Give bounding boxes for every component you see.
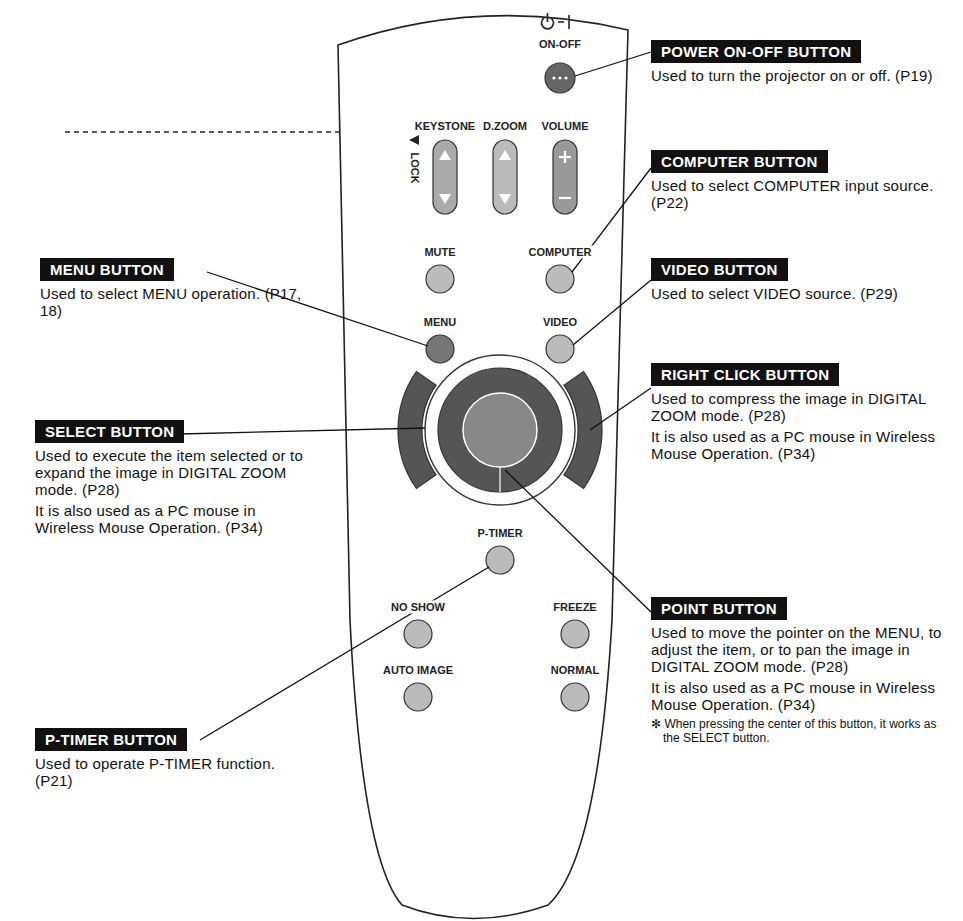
button-label: AUTO IMAGE [381, 664, 455, 677]
callout-description: Used to operate P-TIMER function. (P21) [35, 755, 310, 789]
callout-description: Used to turn the projector on or off. (P… [651, 67, 951, 84]
callout-heading: VIDEO BUTTON [651, 258, 788, 281]
right-click-button [564, 372, 602, 489]
callout-heading: P-TIMER BUTTON [35, 728, 187, 751]
dial-center [463, 393, 537, 467]
button-label: MENU [422, 316, 458, 329]
button-label: D.ZOOM [481, 120, 529, 133]
button-label: ON-OFF [537, 38, 583, 51]
callout-box: POINT BUTTON Used to move the pointer on … [651, 597, 951, 745]
callout-box: SELECT BUTTON Used to execute the item se… [35, 420, 305, 536]
callout-box: P-TIMER BUTTON Used to operate P-TIMER fu… [35, 728, 310, 789]
callout-box: MENU BUTTON Used to select MENU operation… [40, 258, 305, 319]
callout-description: It is also used as a PC mouse in Wireles… [651, 428, 951, 462]
keystone-button [433, 140, 457, 214]
volume-button [553, 140, 577, 214]
button-label: VOLUME [539, 120, 590, 133]
callout-description: Used to select VIDEO source. (P29) [651, 285, 951, 302]
lock-arrow [409, 135, 419, 145]
callout-heading: POINT BUTTON [651, 597, 787, 620]
point-button [438, 368, 562, 492]
callout-description: Used to compress the image in DIGITAL ZO… [651, 390, 951, 424]
button-label: VIDEO [541, 316, 579, 329]
callout-box: VIDEO BUTTON Used to select VIDEO source.… [651, 258, 951, 302]
button-label: LOCK [408, 150, 421, 185]
remote-body [338, 16, 628, 919]
dial-ring [425, 355, 575, 505]
callout-box: POWER ON-OFF BUTTON Used to turn the proj… [651, 40, 951, 84]
callout-box: COMPUTER BUTTON Used to select COMPUTER i… [651, 150, 951, 211]
callout-box: RIGHT CLICK BUTTON Used to compress the i… [651, 363, 951, 462]
callout-heading: POWER ON-OFF BUTTON [651, 40, 861, 63]
power-symbol [542, 13, 570, 29]
button-label: KEYSTONE [413, 120, 477, 133]
button-label: COMPUTER [527, 246, 594, 259]
dzoom-button [493, 140, 517, 214]
button-label: P-TIMER [475, 527, 524, 540]
button-label: NORMAL [549, 664, 601, 677]
button-label: MUTE [422, 246, 457, 259]
callout-description: Used to execute the item selected or to … [35, 447, 305, 498]
callout-description: It is also used as a PC mouse in Wireles… [35, 502, 305, 536]
callout-heading: MENU BUTTON [40, 258, 174, 281]
callout-description: It is also used as a PC mouse in Wireles… [651, 679, 951, 713]
callout-description: ✻ When pressing the center of this butto… [651, 717, 951, 745]
callout-heading: COMPUTER BUTTON [651, 150, 828, 173]
callout-description: Used to move the pointer on the MENU, to… [651, 624, 951, 675]
round-buttons [404, 265, 589, 711]
callout-heading: SELECT BUTTON [35, 420, 184, 443]
leader-lines [180, 52, 651, 740]
power-button [545, 63, 575, 93]
button-label: NO SHOW [389, 601, 447, 614]
callout-heading: RIGHT CLICK BUTTON [651, 363, 839, 386]
callout-description: Used to select MENU operation. (P17, 18) [40, 285, 305, 319]
select-button [398, 372, 436, 489]
callout-description: Used to select COMPUTER input source. (P… [651, 177, 951, 211]
button-label: FREEZE [551, 601, 598, 614]
